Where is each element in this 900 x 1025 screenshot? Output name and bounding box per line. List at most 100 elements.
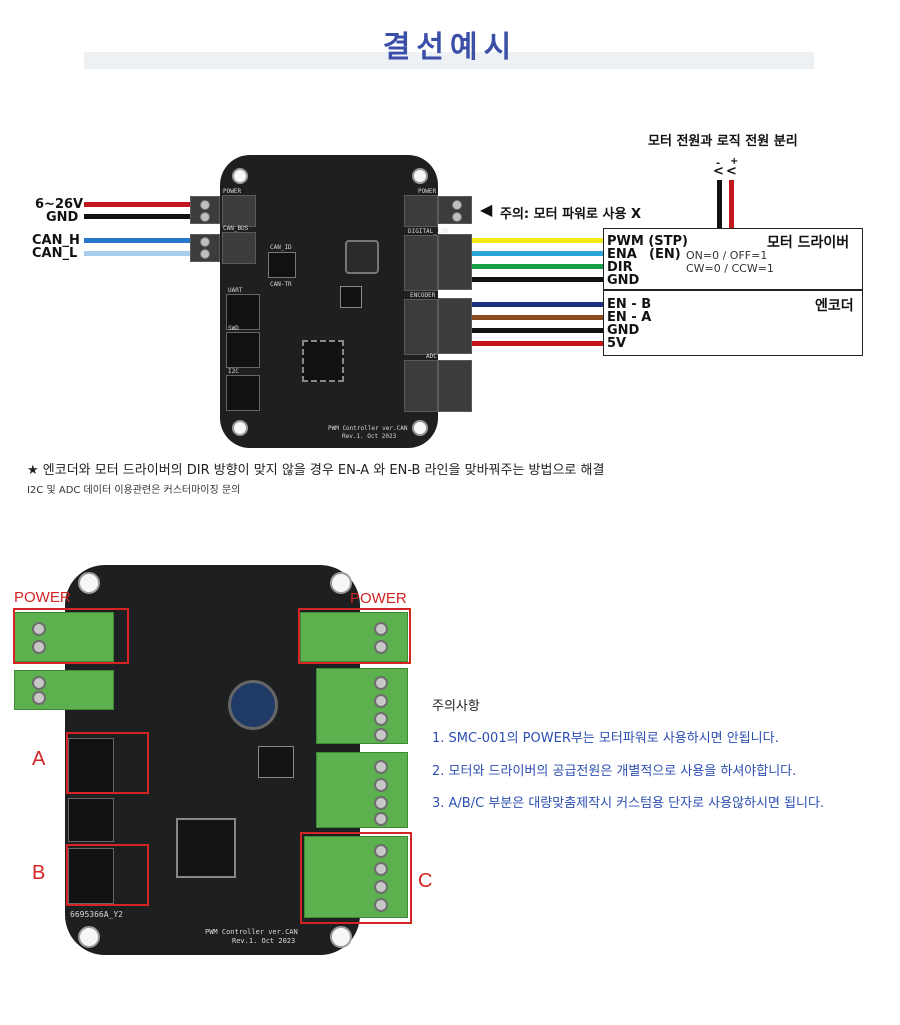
pcb-label-can-id: CAN_ID [270,244,292,251]
pcb-connector-digital-io [404,235,438,291]
inductor [345,240,379,274]
polarity-plus-icon: + [730,156,739,167]
power-wire-label-vin: 6~26V [35,197,84,212]
pcb-label-uart: UART [228,287,243,294]
encoder-box [603,290,863,356]
pcb-rev: Rev.1. Oct 2023 [342,433,397,440]
green-connector-can-left [14,670,114,710]
uart-header [226,294,260,330]
screw-icon [200,212,210,222]
screw-icon [374,778,388,792]
wire-vin-red [84,202,192,207]
title-underline-bar [84,52,814,69]
wiring-diagram: 6~26V GND CAN_H CAN_L POWER CAN_BUS CAN_… [0,100,900,460]
encoder-title: 엔코더 [815,298,854,314]
inductor-photo [228,680,278,730]
plug-digital-io [438,234,472,290]
pcb-label-i2c: I2C [228,368,239,375]
pcb-label-swd: SWD [228,325,239,332]
driver-cw-ccw: CW=0 / CCW=1 [686,262,774,275]
page-title: 결선예시 [382,30,518,65]
plug-encoder [438,298,472,354]
screw-icon [374,844,388,858]
pcb-connector-power-left [222,195,256,227]
pcb-label-can-bus: CAN_BUS [223,225,249,232]
pcb-connector-power-right [404,195,438,227]
motor-power-warning: 주의: 모터 파워로 사용 X [500,207,641,222]
power-wire-label-gnd: GND [46,210,79,225]
label-power-left: POWER [14,589,71,606]
screw-icon [374,728,388,742]
green-connector-digital-io [316,668,408,744]
motor-supply-wire-black [717,180,722,228]
plug-adc [438,360,472,412]
pcb-connector-adc [404,360,438,412]
board-photo: 6695366A_Y2 PWM Controller ver.CAN Rev.1… [0,560,440,960]
pcb-label-adc: ADC [426,353,437,360]
dip-switch [268,252,296,278]
pcb-title-photo: PWM Controller ver.CAN [205,928,298,936]
polarity-minus-icon: - [716,158,721,169]
screw-icon [374,862,388,876]
mounting-hole-icon [412,168,428,184]
caution-item: 3. A/B/C 부분은 대량맞춤제작시 커스텀용 단자로 사용않하시면 됩니다… [432,796,825,811]
wire-ena-brown [472,315,604,320]
i2c-header [226,375,260,411]
swd-header [226,332,260,368]
highlight-c [300,832,412,924]
driver-dir: DIR [607,260,633,275]
screw-icon [374,694,388,708]
screw-icon [374,712,388,726]
screw-icon [374,622,388,636]
wire-gnd-black [84,214,192,219]
caution-item: 2. 모터와 드라이버의 공급전원은 개별적으로 사용을 하셔야합니다. [432,764,797,779]
wire-pwm-yellow [472,238,604,243]
wire-enb-navy [472,302,604,307]
driver-ena-alt: (EN) [649,247,681,262]
screw-icon [374,760,388,774]
screw-icon [32,640,46,654]
wire-gnd-black-encoder [472,328,604,333]
wire-gnd-black-driver [472,277,604,282]
highlight-power-left [13,608,129,664]
wire-end-icon: < [713,164,724,179]
screw-icon [374,640,388,654]
mounting-hole-icon [78,572,100,594]
swd-header-photo [68,798,114,842]
mounting-hole-icon [232,420,248,436]
screw-icon [32,691,46,705]
pcb-connector-can-left [222,232,256,264]
screw-icon [374,676,388,690]
caution-title: 주의사항 [432,699,480,714]
wire-can-l-lightblue [84,251,192,256]
encoder-gnd: GND [607,323,640,338]
screw-icon [200,200,210,210]
caution-item: 1. SMC-001의 POWER부는 모터파워로 사용하시면 안됩니다. [432,731,779,746]
pcb-connector-encoder [404,299,438,355]
screw-icon [32,622,46,636]
driver-ena: ENA [607,247,637,262]
wire-end-icon: < [726,164,737,179]
label-b: B [32,862,46,884]
note-customizing: I2C 및 ADC 데이터 이용관련은 커스터마이징 문의 [27,485,241,496]
warning-arrow-icon: ◀ [480,200,493,219]
screw-icon [452,212,462,222]
wire-ena-cyan [472,251,604,256]
pcb-rev-photo: Rev.1. Oct 2023 [232,937,296,945]
motor-power-note: 모터 전원과 로직 전원 분리 [648,134,798,149]
label-a: A [32,748,46,770]
screw-icon [374,796,388,810]
screw-icon [200,249,210,259]
encoder-ena: EN - A [607,310,652,325]
green-connector-adc [304,836,408,918]
encoder-enb: EN - B [607,297,652,312]
mounting-hole-icon [330,572,352,594]
regulator-chip [340,286,362,308]
pcb-label-power: POWER [223,188,242,195]
label-power-right: POWER [350,590,407,607]
motor-supply-wire-red [729,180,734,228]
pcb-label-power-right: POWER [418,188,437,195]
driver-gnd: GND [607,273,640,288]
i2c-header-photo [68,848,114,904]
wire-5v-red [472,341,604,346]
